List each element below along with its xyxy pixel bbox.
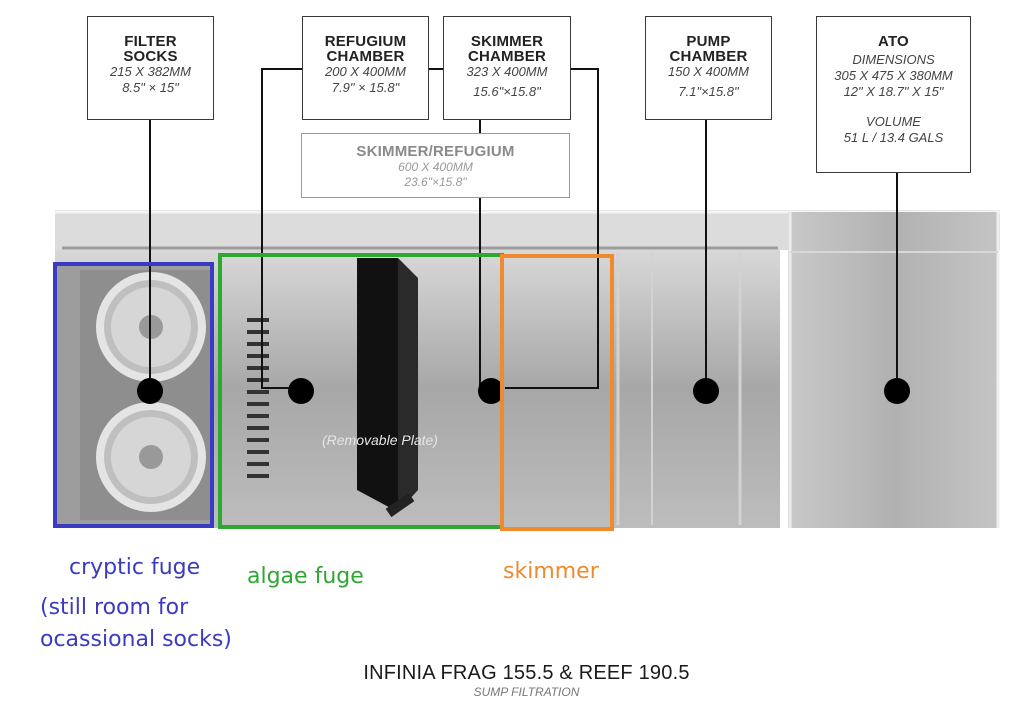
skimmer-annotation: skimmer xyxy=(503,559,599,584)
refugium-marker-dot xyxy=(288,378,314,404)
ato-chamber xyxy=(788,212,998,528)
footer-title: INFINIA FRAG 155.5 & REEF 190.5 xyxy=(363,662,690,684)
skimmer-marker-dot xyxy=(478,378,504,404)
pump-chamber-label: PUMP CHAMBER 150 X 400MM 7.1"×15.8" xyxy=(645,16,772,120)
footer-subtitle: SUMP FILTRATION xyxy=(473,685,580,699)
cryptic-fuge-note: (still room for ocassional socks) xyxy=(40,592,232,656)
skimmer-box xyxy=(500,254,614,531)
pump-marker-dot xyxy=(693,378,719,404)
skimmer-refugium-dimensions: SKIMMER/REFUGIUM 600 X 400MM 23.6"×15.8" xyxy=(301,133,570,198)
cryptic-note-line-1: (still room for xyxy=(40,595,189,620)
removable-plate xyxy=(357,258,418,518)
filter-socks-label: FILTER SOCKS 215 X 382MM 8.5" × 15" xyxy=(87,16,214,120)
ato-label: ATO DIMENSIONS 305 X 475 X 380MM 12" X 1… xyxy=(816,16,971,173)
sock-marker-dot xyxy=(137,378,163,404)
refugium-slots xyxy=(247,318,269,478)
cryptic-fuge-box xyxy=(53,262,214,528)
filter-sock-bottom xyxy=(96,402,206,512)
cryptic-fuge-annotation: cryptic fuge xyxy=(69,555,201,580)
refugium-chamber-label: REFUGIUM CHAMBER 200 X 400MM 7.9" × 15.8… xyxy=(302,16,429,120)
ato-marker-dot xyxy=(884,378,910,404)
skimmer-chamber-label: SKIMMER CHAMBER 323 X 400MM 15.6"×15.8" xyxy=(443,16,571,120)
algae-fuge-annotation: algae fuge xyxy=(247,564,364,589)
cryptic-note-line-2: ocassional socks) xyxy=(40,627,232,652)
removable-plate-label: (Removable Plate) xyxy=(322,432,438,448)
